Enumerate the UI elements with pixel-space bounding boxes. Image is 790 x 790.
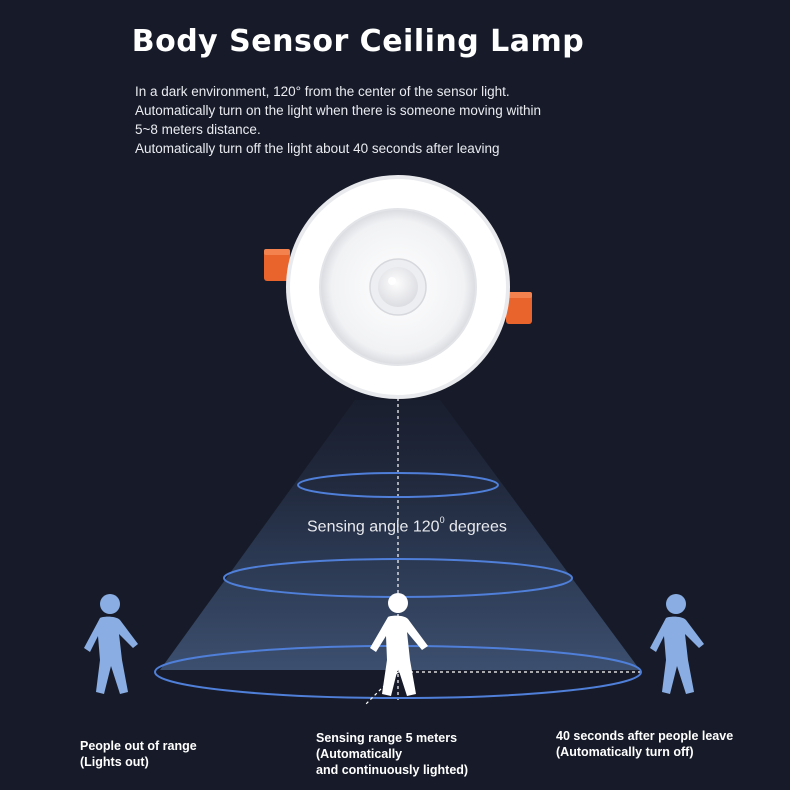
sensing-angle-label: Sensing angle 1200 degrees <box>307 515 507 536</box>
caption-line: Sensing range 5 meters <box>316 731 458 745</box>
description: In a dark environment, 120° from the cen… <box>135 82 675 158</box>
caption-out-of-range: People out of range (Lights out) <box>80 738 197 770</box>
spring-clip-right <box>506 292 532 324</box>
page-title: Body Sensor Ceiling Lamp <box>131 24 585 59</box>
description-line: Automatically turn on the light when the… <box>135 103 541 118</box>
description-line: Automatically turn off the light about 4… <box>135 141 500 156</box>
caption-line: (Automatically turn off) <box>556 745 694 759</box>
detection-ring-small <box>297 472 499 498</box>
description-line: 5~8 meters distance. <box>135 122 261 137</box>
caption-line: 40 seconds after people leave <box>556 729 734 743</box>
pir-sensor-lens <box>378 267 418 307</box>
angle-label-superscript: 0 <box>439 515 445 525</box>
caption-after-leaving: 40 seconds after people leave (Automatic… <box>556 728 733 760</box>
angle-label-suffix: degrees <box>444 518 507 536</box>
spring-clip-left <box>264 249 290 281</box>
person-leaving-icon <box>650 594 704 694</box>
ceiling-lamp <box>286 175 510 399</box>
caption-line: (Lights out) <box>80 755 149 769</box>
caption-line: People out of range <box>80 739 197 753</box>
angle-label-prefix: Sensing angle 120 <box>307 518 440 536</box>
description-line: In a dark environment, 120° from the cen… <box>135 84 510 99</box>
caption-line: (Automatically <box>316 747 403 761</box>
person-out-of-range-icon <box>84 594 138 694</box>
caption-line: and continuously lighted) <box>316 763 469 777</box>
sensing-cone <box>160 400 640 670</box>
caption-sensing-range: Sensing range 5 meters (Automatically an… <box>316 730 468 778</box>
person-in-range-icon <box>370 593 428 696</box>
